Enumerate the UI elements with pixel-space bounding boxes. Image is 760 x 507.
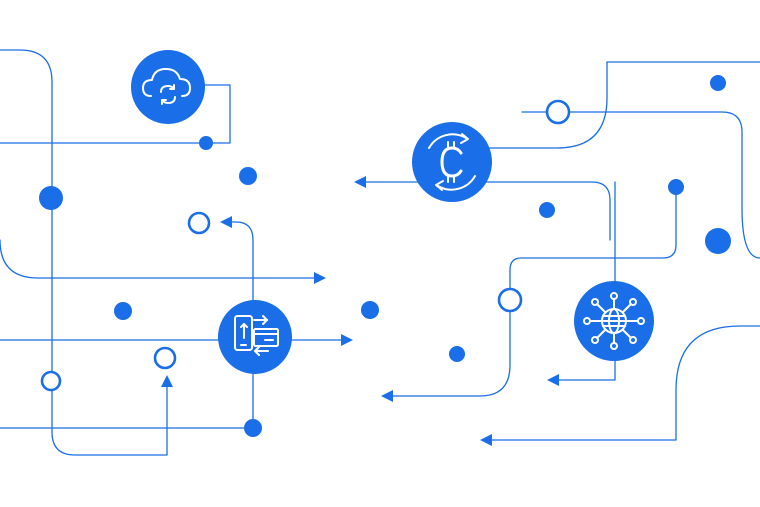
connector-top-curve	[0, 49, 168, 456]
right-connector-lines	[361, 61, 760, 441]
node-dot	[39, 186, 63, 210]
node-dot	[539, 202, 555, 218]
arrow-left-ring	[220, 216, 232, 228]
left-connector-lines	[0, 49, 346, 456]
node-rings	[40, 99, 571, 392]
node-ring	[153, 346, 177, 370]
node-ring	[40, 370, 62, 392]
crypto-coin-icon	[428, 133, 476, 191]
connector-globe-arrow	[554, 181, 616, 381]
node-dot	[361, 301, 379, 319]
node-dot	[114, 302, 132, 320]
arrow-left-bottom	[480, 434, 492, 446]
node-dot	[710, 75, 726, 91]
mobile-transfer-icon	[234, 315, 279, 356]
connector-bitcoin-arrow	[361, 181, 611, 241]
node-ring	[545, 99, 571, 125]
global-network-icon	[583, 292, 645, 350]
connector-ring-right	[521, 111, 760, 259]
connector-bottom-right	[487, 325, 760, 441]
node-dot	[244, 419, 262, 437]
node-dot	[668, 179, 684, 195]
transfer-badge	[218, 300, 292, 374]
arrow-right-transfer	[341, 334, 353, 346]
cloud-badge	[131, 50, 205, 124]
arrow-right-mid	[314, 272, 326, 284]
bitcoin-badge-bg	[412, 122, 492, 202]
node-dot	[239, 167, 257, 185]
connector-transfer-up	[227, 221, 254, 429]
node-ring	[497, 287, 523, 313]
node-dot	[199, 136, 213, 150]
node-ring	[187, 211, 211, 235]
bitcoin-badge	[412, 122, 492, 202]
connector-top-right	[469, 61, 760, 149]
arrow-left-globe	[547, 374, 559, 386]
globe-badge	[574, 281, 654, 361]
transfer-badge-bg	[218, 300, 292, 374]
connector-arrow-mid	[0, 239, 319, 279]
connector-cloud-link	[0, 84, 231, 144]
connector-dot-to-ring	[387, 186, 677, 397]
node-dots	[39, 75, 731, 437]
node-dot	[449, 346, 465, 362]
cloud-sync-icon	[142, 68, 191, 105]
arrow-left-bottom-mid	[381, 390, 393, 402]
node-dot	[705, 228, 731, 254]
arrow-up-ring	[161, 375, 173, 387]
arrow-left-bitcoin	[354, 176, 366, 188]
arrowheads	[161, 176, 559, 446]
